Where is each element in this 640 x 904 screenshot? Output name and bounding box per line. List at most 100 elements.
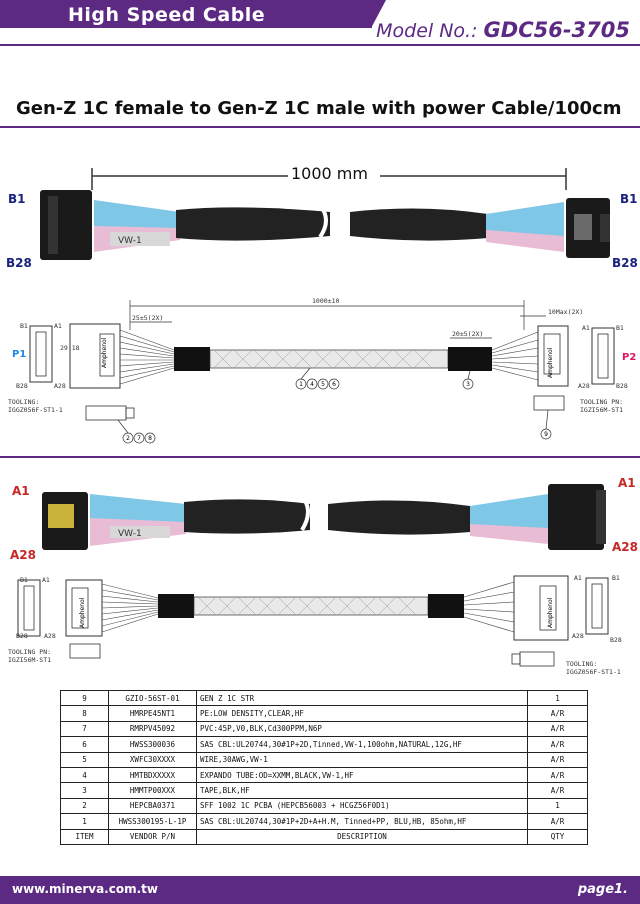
header-title: High Speed Cable — [68, 4, 266, 26]
cable-drawing-bottom: Amphenol Amphenol — [17, 575, 609, 667]
length-dimension: 1000 mm — [288, 164, 371, 183]
label-a28-right: A28 — [612, 540, 638, 554]
bom-item: 6 — [60, 736, 109, 753]
d2-l-b1: B1 — [20, 576, 28, 584]
bom-vendor-pn: HWSS300036 — [108, 736, 197, 753]
balloon-3: 3 — [466, 381, 470, 388]
tooling-left-1-line2: IGGZ056F-ST1-1 — [8, 406, 63, 414]
tooling-right-2-line1: TOOLING: — [566, 660, 598, 668]
dim-right: 20±5(2X) — [452, 330, 484, 338]
tooling-left-1-line1: TOOLING: — [8, 398, 40, 406]
balloon-7: 7 — [137, 435, 141, 442]
dim-total: 1000±10 — [312, 297, 340, 305]
balloon-1: 1 — [299, 381, 303, 388]
header-rule — [0, 44, 640, 46]
bom-description: EXPANDO TUBE:OD=XXMM,BLACK,VW-1,HF — [196, 766, 528, 784]
vw1-print-left: VW-1 — [118, 236, 142, 246]
bom-item: 3 — [60, 782, 109, 799]
label-a28-left: A28 — [10, 548, 36, 562]
d1-r-a1: A1 — [582, 324, 590, 332]
label-b28-left: B28 — [6, 256, 32, 270]
d2-r-a1: A1 — [574, 574, 582, 582]
balloon-6: 6 — [332, 381, 336, 388]
bom-vendor-pn: GZIO-56ST-01 — [108, 689, 197, 707]
label-a1-right: A1 — [618, 476, 636, 490]
bom-vendor-pn: HEPCBA0371 — [108, 797, 197, 815]
d1-l-b28: B28 — [16, 382, 28, 390]
bom-description: SAS CBL:UL20744,30#1P+2D,Tinned,VW-1,100… — [196, 736, 528, 753]
bom-vendor-pn: HMMTP00XXX — [108, 782, 197, 799]
cable-photo-top: VW-1 — [40, 168, 610, 260]
bom-item: 4 — [60, 766, 109, 784]
balloon-5: 5 — [321, 381, 325, 388]
tooling-left-1: TOOLING:IGGZ056F-ST1-1 — [8, 398, 63, 414]
tooling-right-1: TOOLING PN:IGZI56M-ST1 — [580, 398, 623, 414]
brand-right-2: Amphenol — [547, 597, 554, 628]
vw1-print-bottom: VW-1 — [118, 529, 142, 539]
bom-qty: QTY — [527, 828, 588, 845]
bom-description: SAS CBL:UL20744,30#1P+2D+A+H.M, Tinned+P… — [196, 813, 528, 830]
footer-url[interactable]: www.minerva.com.tw — [12, 882, 158, 896]
tooling-left-2: TOOLING PN:IGZI56M-ST1 — [8, 648, 51, 664]
bom-description: SFF 1002 1C PCBA (HEPCB56003 + HCGZ56F0D… — [196, 797, 528, 815]
footer-band — [0, 876, 640, 904]
d2-r-a28: A28 — [572, 632, 584, 640]
page-number: page1. — [577, 882, 628, 897]
bom-qty: A/R — [527, 813, 588, 830]
d1-r-a28: A28 — [578, 382, 590, 390]
d2-l-a28: A28 — [44, 632, 56, 640]
bom-description: WIRE,30AWG,VW-1 — [196, 751, 528, 768]
header-band — [0, 0, 372, 28]
dim-max: 10Max(2X) — [548, 308, 584, 316]
bom-item: 5 — [60, 751, 109, 768]
tooling-right-2: TOOLING:IGGZ056F-ST1-1 — [566, 660, 621, 676]
brand-right-1: Amphenol — [547, 347, 554, 378]
d1-l-a1: A1 — [54, 322, 62, 330]
label-b1-right: B1 — [620, 192, 638, 206]
middle-rule — [0, 456, 640, 458]
brand-left-2: Amphenol — [79, 597, 86, 628]
balloon-4: 4 — [310, 381, 314, 388]
d2-l-b28: B28 — [16, 632, 28, 640]
bom-qty: 1 — [527, 689, 588, 707]
label-b28-right: B28 — [612, 256, 638, 270]
tooling-right-1-line1: TOOLING PN: — [580, 398, 624, 406]
bom-qty: A/R — [527, 766, 588, 784]
label-p1: P1 — [12, 349, 27, 360]
bom-item: 8 — [60, 705, 109, 722]
bom-qty: A/R — [527, 705, 588, 722]
document-title: Gen-Z 1C female to Gen-Z 1C male with po… — [16, 98, 622, 119]
bom-qty: 1 — [527, 797, 588, 815]
dim-left: 25±5(2X) — [132, 314, 164, 322]
d1-l-a28: A28 — [54, 382, 66, 390]
bom-vendor-pn: HWSS300195-L-1P — [108, 813, 197, 830]
bom-qty: A/R — [527, 782, 588, 799]
bom-description: DESCRIPTION — [196, 828, 528, 845]
bom-item: 2 — [60, 797, 109, 815]
bom-description: TAPE,BLK,HF — [196, 782, 528, 799]
bom-vendor-pn: VENDOR P/N — [108, 828, 197, 845]
label-b1-left: B1 — [8, 192, 26, 206]
d1-r-b28: B28 — [616, 382, 628, 390]
bom-item: 7 — [60, 720, 109, 738]
bom-qty: A/R — [527, 736, 588, 753]
bom-item: ITEM — [60, 828, 109, 845]
model-number: Model No.: GDC56-3705 — [376, 18, 630, 42]
label-a1-left: A1 — [12, 484, 30, 498]
cable-drawing-top: 1 4 5 6 3 2 7 8 9 Amphenol Amphenol — [29, 300, 615, 444]
brand-left-1: Amphenol — [101, 337, 108, 368]
balloon-8: 8 — [148, 435, 152, 442]
tooling-right-1-line2: IGZI56M-ST1 — [580, 406, 624, 414]
balloon-9: 9 — [544, 431, 548, 438]
bom-description: PVC:45P,V0,BLK,Cd300PPM,N6P — [196, 720, 528, 738]
